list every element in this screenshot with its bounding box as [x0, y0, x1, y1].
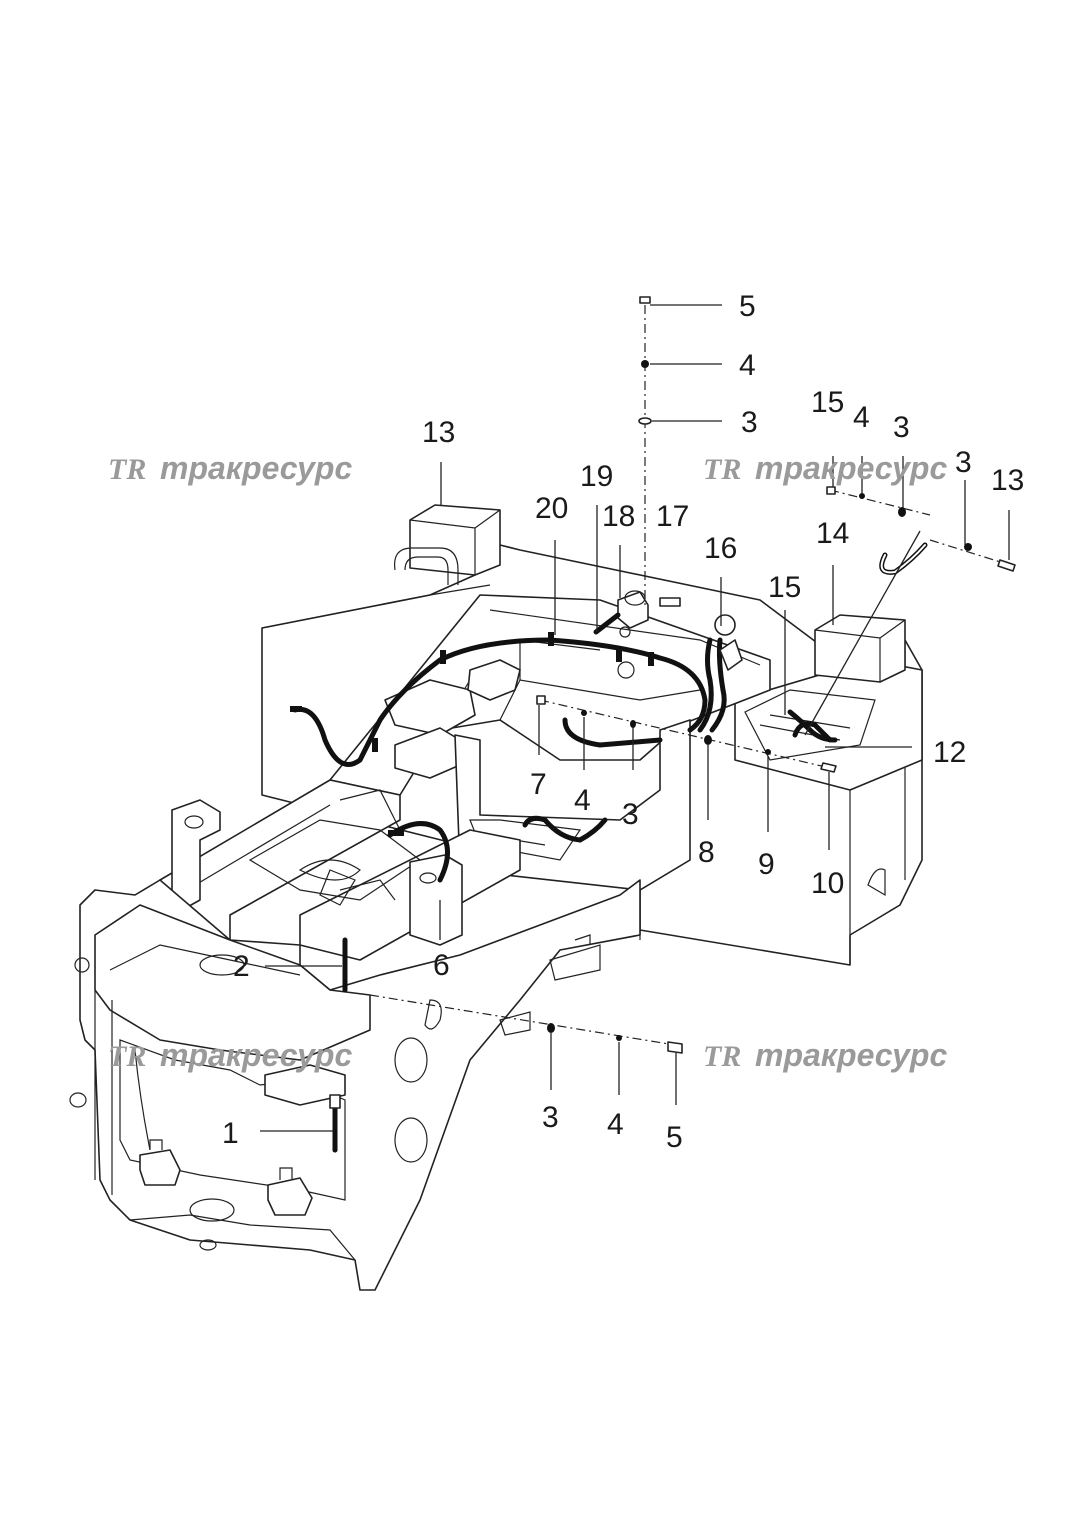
callout-4: 4: [853, 401, 870, 434]
callout-15: 15: [768, 571, 801, 604]
callout-3: 3: [741, 406, 758, 439]
watermark-text: тракресурс: [160, 1037, 352, 1073]
watermark-logo: TR тракресурс: [108, 450, 352, 486]
callout-9: 9: [758, 848, 775, 881]
watermark-text: тракресурс: [160, 450, 352, 486]
watermark: TR тракресурс TR тракресурс TR тракресур…: [108, 450, 947, 1073]
callout-19: 19: [580, 460, 613, 493]
svg-text:TR: TR: [703, 453, 741, 486]
callout-5: 5: [739, 290, 756, 323]
watermark-logo: TR тракресурс: [703, 450, 947, 486]
chassis-drawing: [69, 504, 923, 1291]
callout-13: 14: [816, 517, 849, 550]
callout-3: 3: [622, 798, 639, 831]
svg-text:TR: TR: [108, 1040, 146, 1073]
watermark-text: тракресурс: [755, 450, 947, 486]
callout-16: 16: [704, 532, 737, 565]
callout-labels: 5 4 3 13 15 4 3 3 13 19 20 18 17 16 14 1…: [222, 290, 1024, 1154]
cable-clamps: [290, 632, 654, 836]
callout-3: 3: [542, 1101, 559, 1134]
callout-14: 15: [811, 386, 844, 419]
leader-lines: [260, 304, 1010, 1132]
svg-text:TR: TR: [108, 453, 146, 486]
callout-4: 4: [739, 349, 756, 382]
callout-13: 13: [422, 416, 455, 449]
callout-10: 10: [811, 867, 844, 900]
callout-20: 20: [535, 492, 568, 525]
callout-7: 7: [530, 768, 547, 801]
callout-4: 4: [607, 1108, 624, 1141]
callout-3: 3: [893, 411, 910, 444]
callout-18: 18: [602, 500, 635, 533]
callout-8: 8: [698, 836, 715, 869]
fastener-chains: [329, 296, 1016, 1153]
callout-1: 1: [222, 1117, 239, 1150]
callout-12: 13: [991, 464, 1024, 497]
watermark-logo: TR тракресурс: [703, 1037, 947, 1073]
callout-3: 3: [955, 446, 972, 479]
callout-11: 12: [933, 736, 966, 769]
svg-text:TR: TR: [703, 1040, 741, 1073]
callout-4: 4: [574, 784, 591, 817]
callout-6: 6: [433, 949, 450, 982]
callout-5: 5: [666, 1121, 683, 1154]
solenoid-assembly: [593, 590, 743, 679]
watermark-logo: TR тракресурс: [108, 1037, 352, 1073]
watermark-text: тракресурс: [755, 1037, 947, 1073]
callout-2: 2: [233, 950, 250, 983]
callout-17: 17: [656, 500, 689, 533]
